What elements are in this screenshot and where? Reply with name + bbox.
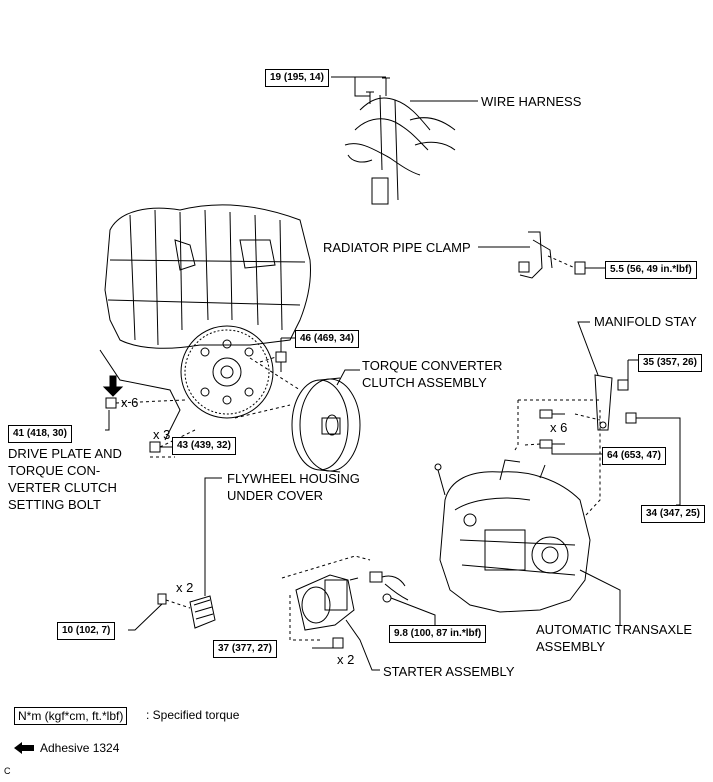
bolt-64 <box>539 409 565 449</box>
multiplier-x3: x 3 <box>153 427 171 442</box>
label-drive-plate-3: VERTER CLUTCH <box>8 480 117 495</box>
label-wire-harness: WIRE HARNESS <box>481 94 582 109</box>
label-drive-plate-2: TORQUE CON- <box>8 463 101 478</box>
torque-converter <box>291 377 361 473</box>
starter-wire <box>369 571 409 601</box>
bolt-19 <box>366 77 390 104</box>
bolt-55 <box>574 261 605 275</box>
torque-box-43: 43 (439, 32) <box>172 437 236 455</box>
torque-box-35: 35 (357, 26) <box>638 354 702 372</box>
bolt-34 <box>625 412 637 424</box>
legend-unit-box: N*m (kgf*cm, ft.*lbf) <box>14 707 128 725</box>
torque-box-19: 19 (195, 14) <box>265 69 329 87</box>
label-manifold-stay: MANIFOLD STAY <box>594 314 697 329</box>
label-starter: STARTER ASSEMBLY <box>383 664 515 679</box>
torque-box-37: 37 (377, 27) <box>213 640 277 658</box>
bolt-41 <box>105 397 186 409</box>
label-torque-converter-1: TORQUE CONVERTER <box>362 358 503 373</box>
label-radiator-pipe-clamp: RADIATOR PIPE CLAMP <box>323 240 471 255</box>
manifold-stay-part <box>594 374 613 431</box>
multiplier-x2-cover: x 2 <box>176 580 194 595</box>
legend-adhesive: Adhesive 1324 <box>40 741 120 755</box>
bolt-46 <box>275 351 287 372</box>
nut-98 <box>382 593 392 603</box>
torque-box-64: 64 (653, 47) <box>602 447 666 465</box>
adhesive-legend-arrow-icon <box>14 742 34 754</box>
transaxle-assembly <box>434 459 591 613</box>
bolt-35 <box>617 379 629 391</box>
label-flywheel-2: UNDER COVER <box>227 488 324 503</box>
drive-plate <box>180 325 274 419</box>
bolt-10 <box>157 593 167 605</box>
torque-box-41: 41 (418, 30) <box>8 425 72 443</box>
torque-box-46: 46 (469, 34) <box>295 330 359 348</box>
bolt-37 <box>332 637 344 649</box>
label-drive-plate-4: SETTING BOLT <box>8 497 101 512</box>
radiator-pipe-clamp-part <box>518 231 553 279</box>
label-flywheel-1: FLYWHEEL HOUSING <box>227 471 360 486</box>
adhesive-arrow-icon <box>102 375 124 397</box>
legend-unit-text: : Specified torque <box>146 708 240 722</box>
multiplier-x2-starter: x 2 <box>337 652 355 667</box>
torque-box-10: 10 (102, 7) <box>57 622 116 640</box>
label-transaxle-1: AUTOMATIC TRANSAXLE <box>536 622 693 637</box>
torque-box-98: 9.8 (100, 87 in.*lbf) <box>389 625 487 643</box>
torque-box-34: 34 (347, 25) <box>641 505 705 523</box>
wire-harness-part <box>344 94 456 205</box>
multiplier-x6-right: x 6 <box>550 420 568 435</box>
engine-block <box>99 204 311 441</box>
corner-code: C <box>4 766 11 776</box>
flywheel-cover-part <box>189 595 216 629</box>
torque-box-55: 5.5 (56, 49 in.*lbf) <box>605 261 697 279</box>
starter-assembly-part <box>295 574 359 631</box>
label-transaxle-2: ASSEMBLY <box>536 639 606 654</box>
multiplier-x6-left: x 6 <box>121 395 139 410</box>
label-torque-converter-2: CLUTCH ASSEMBLY <box>362 375 487 390</box>
label-drive-plate-1: DRIVE PLATE AND <box>8 446 122 461</box>
